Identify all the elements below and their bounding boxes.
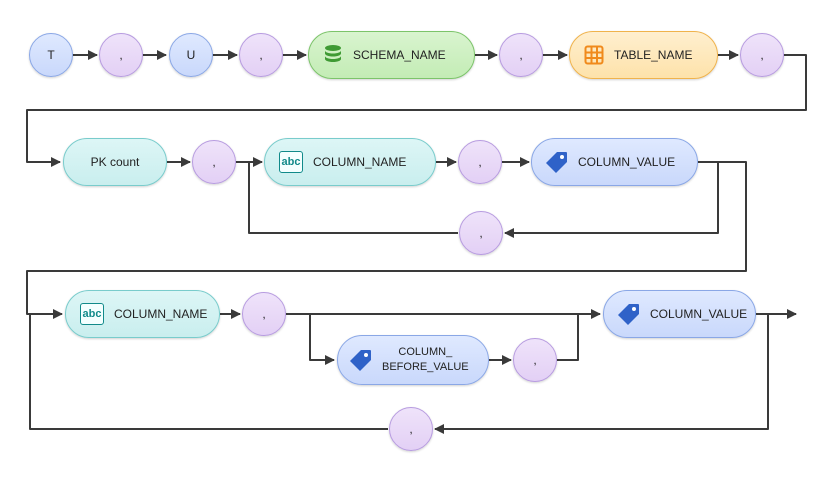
separator-node: ,	[740, 33, 784, 77]
abc-text-icon: abc	[279, 151, 303, 173]
separator-node: ,	[499, 33, 543, 77]
separator-node: ,	[513, 338, 557, 382]
u-node: U	[169, 33, 213, 77]
abc-text-icon: abc	[80, 303, 104, 325]
column-name-label: COLUMN_NAME	[313, 155, 407, 169]
wrap-row1-to-row2	[26, 54, 807, 167]
column-value-label: COLUMN_VALUE	[650, 307, 748, 321]
loop-separator-node: ,	[389, 407, 433, 451]
separator-label: ,	[479, 226, 483, 240]
t-node: T	[29, 33, 73, 77]
separator-node: ,	[239, 33, 283, 77]
column-before-value-label: COLUMN_ BEFORE_VALUE	[382, 345, 469, 375]
separator-node: ,	[242, 292, 286, 336]
pk-count-node: PK count	[63, 138, 167, 186]
column-before-value-line2: BEFORE_VALUE	[382, 361, 469, 373]
loop-return-path	[248, 162, 458, 234]
table-grid-icon	[584, 45, 604, 65]
loop-back-path-r3	[434, 313, 769, 434]
tag-icon	[618, 303, 640, 325]
t-label: T	[47, 48, 55, 62]
u-label: U	[186, 48, 196, 62]
column-value-label: COLUMN_VALUE	[578, 155, 676, 169]
column-value-node: COLUMN_VALUE	[531, 138, 698, 186]
column-name-label: COLUMN_NAME	[114, 307, 208, 321]
column-before-value-line1: COLUMN_	[398, 346, 453, 358]
tag-icon	[546, 151, 568, 173]
separator-label: ,	[478, 155, 482, 169]
branch-to-before-value	[309, 314, 335, 365]
separator-node: ,	[192, 140, 236, 184]
separator-label: ,	[259, 48, 263, 62]
schema-name-node: SCHEMA_NAME	[308, 31, 475, 79]
separator-label: ,	[760, 48, 764, 62]
separator-label: ,	[212, 155, 216, 169]
tag-icon	[350, 349, 372, 371]
column-name-node: abc COLUMN_NAME	[264, 138, 436, 186]
loop-separator-node: ,	[459, 211, 503, 255]
pk-count-label: PK count	[90, 155, 140, 169]
separator-label: ,	[533, 353, 537, 367]
table-name-label: TABLE_NAME	[614, 48, 693, 62]
separator-label: ,	[519, 48, 523, 62]
separator-node: ,	[458, 140, 502, 184]
schema-name-label: SCHEMA_NAME	[353, 48, 446, 62]
branch-merge-path	[557, 314, 579, 361]
separator-label: ,	[262, 307, 266, 321]
separator-label: ,	[409, 422, 413, 436]
column-name-node: abc COLUMN_NAME	[65, 290, 220, 338]
column-before-value-node: COLUMN_ BEFORE_VALUE	[337, 335, 489, 385]
wrap-row2-to-row3	[26, 161, 747, 319]
loop-return-path-r3	[29, 314, 388, 430]
table-name-node: TABLE_NAME	[569, 31, 718, 79]
separator-label: ,	[119, 48, 123, 62]
column-value-node: COLUMN_VALUE	[603, 290, 756, 338]
separator-node: ,	[99, 33, 143, 77]
database-icon	[323, 44, 343, 66]
